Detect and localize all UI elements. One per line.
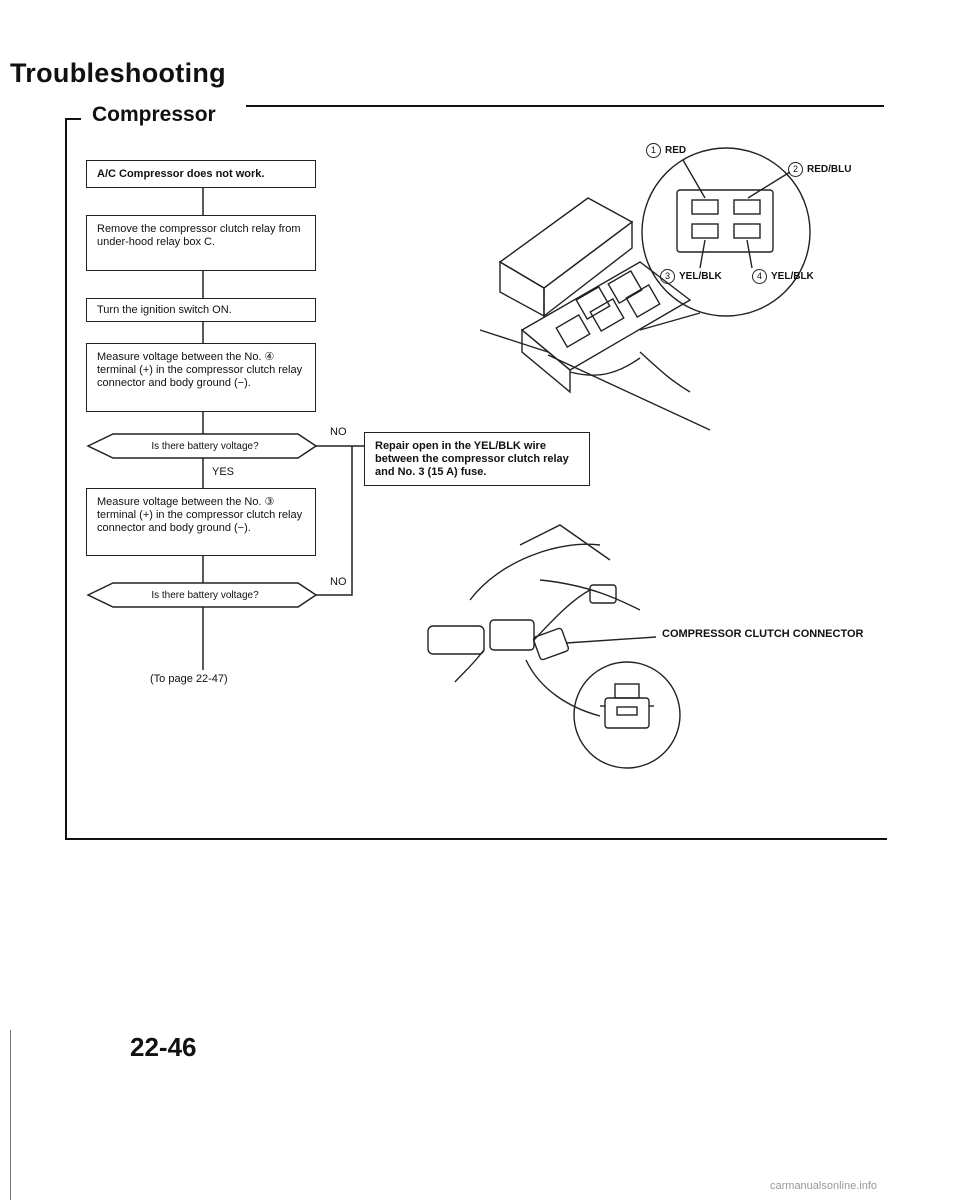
step-ignition-on: Turn the ignition switch ON. [86,298,316,322]
page-title: Troubleshooting [10,58,226,88]
decision-1-yes: YES [212,466,235,478]
decision-2-no: NO [330,576,347,588]
relay-terminal-circle [641,147,811,317]
watermark: carmanualsonline.info [770,1180,878,1192]
section-frame-left [65,118,67,840]
repair-yel-blk-wire: Repair open in the YEL/BLK wire between … [364,432,590,486]
step-measure-terminal-4: Measure voltage between the No. ④ termin… [86,343,316,412]
step-measure-terminal-3: Measure voltage between the No. ③ termin… [86,488,316,556]
decision-1-label: Is there battery voltage? [151,440,259,452]
page-number: 22-46 [130,1032,197,1062]
compressor-clutch-connector-label: COMPRESSOR CLUTCH CONNECTOR [662,628,864,640]
connector-closeup-circle [573,661,681,769]
section-title: Compressor [92,103,216,126]
decision-diamond-2 [86,582,318,608]
continue-to-page: (To page 22-47) [150,673,228,685]
header-rule [246,105,884,107]
section-frame-tick [65,118,81,120]
decision-2-label: Is there battery voltage? [151,589,259,601]
binding-margin-line [10,1030,11,1200]
decision-diamond-1 [86,433,318,459]
step-remove-relay: Remove the compressor clutch relay from … [86,215,316,271]
footer-rule [65,838,887,840]
step-ac-not-work: A/C Compressor does not work. [86,160,316,188]
decision-1-no: NO [330,426,347,438]
no-line-2 [316,446,353,596]
